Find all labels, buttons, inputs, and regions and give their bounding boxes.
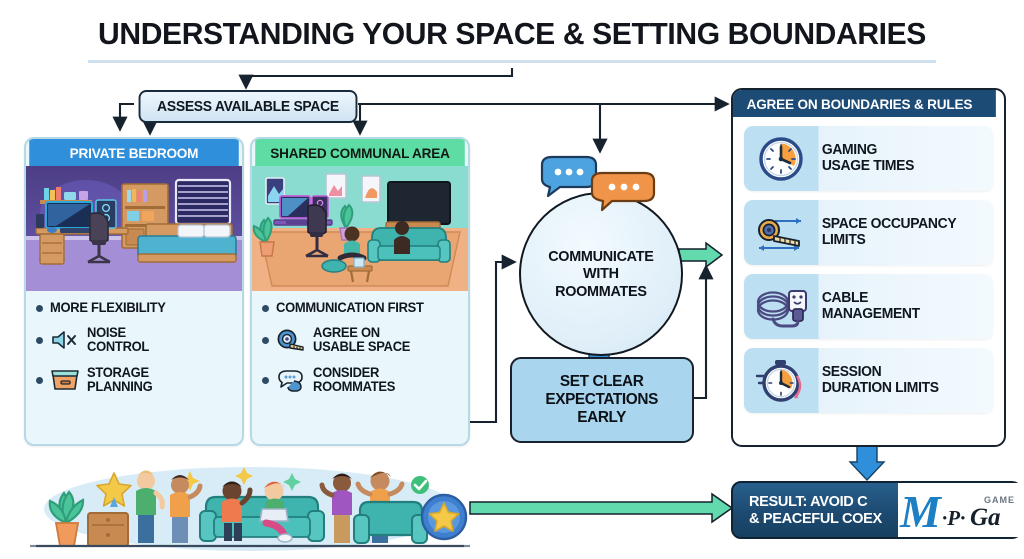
speaker-mute-icon [50,327,80,353]
bullet-label: COMMUNICATION FIRST [276,300,424,315]
living-room-shared-space-illustration [252,166,468,291]
cable-coil-icon [744,274,818,339]
card-shared-communal-area-header: SHARED COMMUNAL AREA [255,139,465,166]
result-label: RESULT: AVOID C& PEACEFUL COEX [749,492,882,527]
bullet-label: MORE FLEXIBILITY [50,300,166,315]
page-title: UNDERSTANDING YOUR SPACE & SETTING BOUND… [98,16,926,51]
bullet-dot [36,337,43,345]
bullet-dot [36,305,43,313]
tape-measure-icon [276,327,306,353]
assess-label: ASSESS AVAILABLE SPACE [157,98,339,115]
tape-measure-icon [744,200,818,265]
watermark-p: ·P· [942,506,965,530]
storage-box-icon [50,367,80,393]
list-item: MORE FLEXIBILITY [36,300,234,315]
roommates-group-celebration-illustration [30,461,470,553]
bullet-dot [36,376,43,384]
watermark-game: GAME [984,495,1015,505]
bedroom-gaming-setup-illustration [26,166,242,291]
watermark-ga: Ga [970,504,1001,531]
watermark-logo: M ·P· Ga GAME [898,483,1024,537]
card-shared-communal-area[interactable]: SHARED COMMUNAL AREA [250,137,470,446]
stopwatch-icon [744,348,818,413]
bullet-dot [262,376,269,384]
bullet-dot [262,337,269,345]
rules-panel-header: AGREE ON BOUNDARIES & RULES [733,90,996,117]
title-underline [88,60,936,63]
list-item: COMMUNICATION FIRST [262,300,460,315]
agree-on-boundaries-panel[interactable]: AGREE ON BOUNDARIES & RULES [731,88,1006,447]
assess-available-space-node[interactable]: ASSESS AVAILABLE SPACE [138,90,358,123]
watermark-m: M [899,486,943,537]
clock-icon [744,126,818,191]
chat-bubbles-icon [536,155,666,217]
bullet-dot [262,305,269,313]
speech-bubble-icon [276,367,306,393]
card-private-bedroom-header: PRIVATE BEDROOM [29,139,239,166]
card-private-bedroom[interactable]: PRIVATE BEDROOM [24,137,244,446]
